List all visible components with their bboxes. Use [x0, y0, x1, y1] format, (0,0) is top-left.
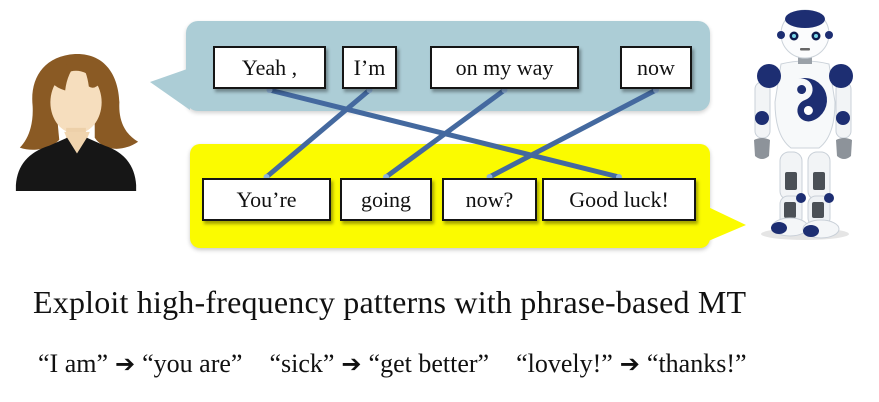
robot-shoulder-right [829, 64, 853, 88]
example-source: “I am” [38, 349, 109, 378]
robot-hand-right [836, 138, 852, 159]
example-target: “thanks!” [646, 349, 747, 378]
source-bubble-tail [150, 68, 190, 110]
arrow-icon: ➔ [341, 350, 362, 378]
robot-knee-panel-right [813, 172, 825, 190]
arrow-icon: ➔ [115, 350, 136, 378]
target-word-going: going [340, 178, 432, 221]
nao-robot-icon [754, 9, 853, 240]
target-word-youre: You’re [202, 178, 331, 221]
slide-heading: Exploit high-frequency patterns with phr… [33, 284, 747, 320]
example-target: “get better” [368, 349, 490, 378]
source-word-yeah: Yeah , [213, 46, 326, 89]
target-bubble-tail [706, 206, 746, 242]
robot-elbow-right [836, 111, 850, 125]
woman-hair [19, 53, 139, 150]
target-word-now: now? [442, 178, 537, 221]
example-source: “sick” [269, 349, 335, 378]
example-source: “lovely!” [516, 349, 613, 378]
source-word-now: now [620, 46, 692, 89]
source-phrase-on-my-way: on my way [430, 46, 579, 89]
woman-chest-skin [64, 131, 90, 164]
robot-elbow-left [755, 111, 769, 125]
phrase-example: “lovely!” ➔ “thanks!” [516, 349, 746, 379]
woman-avatar-icon [15, 53, 139, 191]
robot-head-cap [785, 10, 825, 28]
woman-hair-fringe-right [78, 59, 102, 88]
robot-hand-left [754, 138, 770, 159]
phrase-examples-row: “I am” ➔ “you are” “sick” ➔ “get better”… [38, 349, 858, 379]
phrase-example: “I am” ➔ “you are” [38, 349, 242, 379]
robot-knee-panel-left [785, 172, 797, 190]
source-word-im: I’m [342, 46, 397, 89]
woman-hair-fringe-left [51, 59, 79, 91]
example-target: “you are” [142, 349, 243, 378]
robot-mouth [800, 48, 810, 51]
arrow-icon: ➔ [619, 350, 640, 378]
target-phrase-good-luck: Good luck! [542, 178, 696, 221]
robot-shoulder-left [757, 64, 781, 88]
woman-jacket [15, 137, 137, 191]
phrase-example: “sick” ➔ “get better” [269, 349, 489, 379]
